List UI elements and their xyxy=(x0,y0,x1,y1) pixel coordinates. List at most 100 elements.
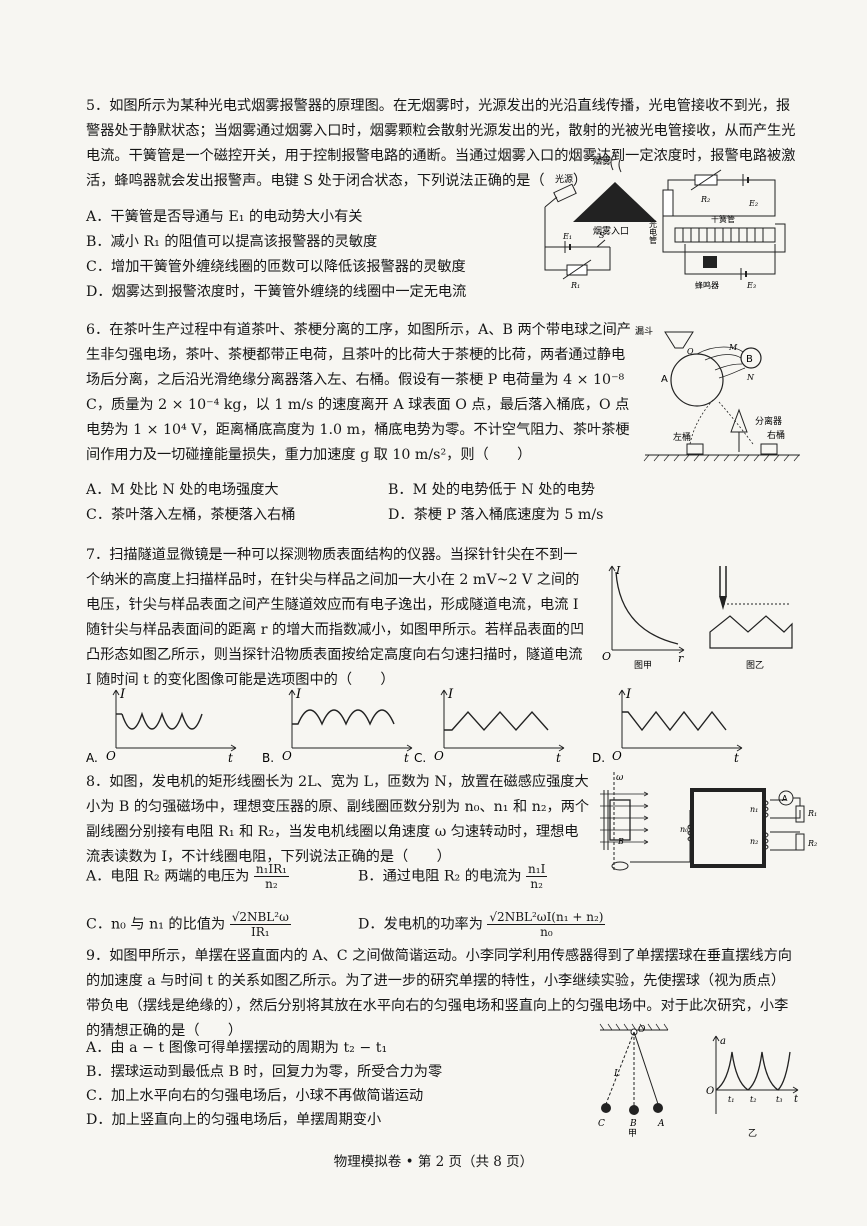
generator-transformer-figure: ω B n₀ n₁ n₂ A R₁ R₂ xyxy=(600,770,825,882)
q7-option-a[interactable]: A. I O t xyxy=(86,684,256,770)
fig7-yi-caption: 图乙 xyxy=(746,660,764,671)
page-footer: 物理模拟卷 • 第 2 页（共 8 页） xyxy=(333,1154,534,1170)
fig5-s-label: S xyxy=(599,231,605,240)
q8b-num: n₁I xyxy=(526,862,548,877)
q5-option-d[interactable]: D．烟雾达到报警浓度时，干簧管外缠绕的线圈中一定无电流 xyxy=(86,284,467,300)
fig8-r2-label: R₂ xyxy=(807,839,817,848)
question-7: 7．扫描隧道显微镜是一种可以探测物质表面结构的仪器。当探针针尖在不到一个纳米的高… xyxy=(86,543,591,693)
q5-option-c[interactable]: C．增加干簧管外缠绕线圈的匝数可以降低该报警器的灵敏度 xyxy=(86,259,466,275)
fig5-e2-label: E₂ xyxy=(748,199,758,208)
fig5-phototube-label: 光电管 xyxy=(649,219,658,245)
q9-option-d[interactable]: D．加上竖直向上的匀强电场后，单摆周期变小 xyxy=(86,1112,382,1128)
fig6-m-label: M xyxy=(728,343,738,352)
fig8-n0-label: n₀ xyxy=(680,825,689,834)
q9-option-a[interactable]: A．由 a − t 图像可得单摆摆动的周期为 t₂ − t₁ xyxy=(86,1040,388,1056)
q7d-axis-o: O xyxy=(612,749,622,763)
question-6-stem: 6．在茶叶生产过程中有道茶叶、茶梗分离的工序，如图所示，A、B 两个带电球之间产… xyxy=(86,322,631,463)
fig6-funnel-label: 漏斗 xyxy=(635,325,653,337)
q7b-axis-i: I xyxy=(295,687,302,702)
q7a-axis-o: O xyxy=(106,749,116,763)
q5-option-a[interactable]: A．干簧管是否导通与 E₁ 的电动势大小有关 xyxy=(86,209,363,225)
fig9-c-label: C xyxy=(598,1119,605,1129)
fig8-n2-label: n₂ xyxy=(750,837,758,846)
question-8-stem: 8．如图，发电机的矩形线圈长为 2L、宽为 L，匝数为 N，放置在磁感应强度大小… xyxy=(86,774,590,865)
q8a-den: n₂ xyxy=(265,877,278,891)
q7a-axis-i: I xyxy=(119,687,126,702)
fig9-a-label: A xyxy=(657,1119,665,1129)
q7c-axis-i: I xyxy=(447,687,454,702)
question-8: 8．如图，发电机的矩形线圈长为 2L、宽为 L，匝数为 N，放置在磁感应强度大小… xyxy=(86,770,591,870)
q8-option-c-text: C．n₀ 与 n₁ 的比值为 xyxy=(86,916,226,933)
q7d-axis-i: I xyxy=(625,687,632,702)
fig5-r1-label: R₁ xyxy=(570,281,580,290)
q6-option-c[interactable]: C．茶叶落入左桶，茶梗落入右桶 xyxy=(86,507,296,523)
q8b-den: n₂ xyxy=(530,877,543,891)
q7-option-b[interactable]: B. I O t xyxy=(262,684,432,770)
pendulum-at-graph: a O t t₁ t₂ t₃ 乙 xyxy=(702,1030,802,1144)
fig7-jia-axis-o: O xyxy=(602,650,611,663)
q7c-axis-t: t xyxy=(556,751,561,765)
q7d-axis-t: t xyxy=(734,751,739,765)
fig7-jia: I O r 图甲 xyxy=(598,560,688,676)
question-7-stem: 7．扫描隧道显微镜是一种可以探测物质表面结构的仪器。当探针针尖在不到一个纳米的高… xyxy=(86,547,585,688)
q7a-axis-t: t xyxy=(228,751,233,765)
fig5-buzzer-label: 蜂鸣器 xyxy=(695,280,719,290)
question-5-stem: 5．如图所示为某种光电式烟雾报警器的原理图。在无烟雾时，光源发出的光沿直线传播，… xyxy=(86,98,796,189)
q7c-axis-o: O xyxy=(434,749,444,763)
fig9-l-label: L xyxy=(613,1069,620,1079)
q7-option-c[interactable]: C. I O t xyxy=(414,684,584,770)
q7-option-b-label: B. xyxy=(262,751,274,765)
q6-option-b[interactable]: B．M 处的电势低于 N 处的电势 xyxy=(388,482,595,498)
fig6-o-label: O xyxy=(687,347,694,356)
tea-separator-figure: 漏斗 A B M N O 分离器 左桶 右桶 xyxy=(635,320,805,474)
fig6-left-label: 左桶 xyxy=(673,431,691,443)
fig9-axis-t: t xyxy=(794,1094,799,1105)
q7b-axis-t: t xyxy=(404,751,409,765)
fig5-e1-label: E₁ xyxy=(562,232,572,241)
fig5-e3-label: E₃ xyxy=(746,281,756,290)
q8-option-d-text: D．发电机的功率为 xyxy=(358,916,483,933)
fig9-axis-a: a xyxy=(720,1036,726,1047)
fig7-jia-axis-i: I xyxy=(615,564,621,577)
fig9-axis-o: O xyxy=(706,1086,714,1097)
fig6-a-label: A xyxy=(661,374,668,385)
q9-option-c[interactable]: C．加上水平向右的匀强电场后，小球不再做简谐运动 xyxy=(86,1088,424,1104)
question-9-stem: 9．如图甲所示，单摆在竖直面内的 A、C 之间做简谐运动。小李同学利用传感器得到… xyxy=(86,948,792,1039)
fig6-b-label: B xyxy=(746,354,753,365)
fig5-source-label: 光源 xyxy=(555,173,573,185)
fig6-separator-label: 分离器 xyxy=(755,415,782,427)
smoke-alarm-figure: 烟雾 烟雾入口 光源 E₁ R₁ S 光电管 R₂ E₂ 干簧管 xyxy=(535,143,805,296)
fig8-r1-label: R₁ xyxy=(807,809,817,818)
q7-option-d[interactable]: D. I O t xyxy=(592,684,762,770)
fig5-smoke-label: 烟雾 xyxy=(593,155,611,167)
fig9-yi-label: 乙 xyxy=(748,1128,757,1139)
question-9: 9．如图甲所示，单摆在竖直面内的 A、C 之间做简谐运动。小李同学利用传感器得到… xyxy=(86,944,798,1044)
q5-option-b[interactable]: B．减小 R₁ 的阻值可以提高该报警器的灵敏度 xyxy=(86,234,378,250)
q8-option-d[interactable]: D．发电机的功率为 √2NBL²ωI(n₁ + n₂)n₀ xyxy=(358,910,606,939)
q7-option-a-label: A. xyxy=(86,751,98,765)
q8d-den: n₀ xyxy=(540,925,553,939)
q8-option-a-text: A．电阻 R₂ 两端的电压为 xyxy=(86,868,250,885)
fig8-n1-label: n₁ xyxy=(750,805,758,814)
fig6-n-label: N xyxy=(746,373,755,382)
q6-option-a[interactable]: A．M 处比 N 处的电场强度大 xyxy=(86,482,279,498)
q8-option-b-text: B．通过电阻 R₂ 的电流为 xyxy=(358,868,522,885)
pendulum-figure: O L C B A 甲 xyxy=(588,1018,678,1142)
q7-option-d-label: D. xyxy=(592,751,605,765)
fig9-t2: t₂ xyxy=(750,1095,756,1104)
fig9-jia-label: 甲 xyxy=(628,1128,637,1138)
fig7-jia-axis-r: r xyxy=(678,652,684,665)
fig5-r2-label: R₂ xyxy=(700,195,710,204)
q9-option-b[interactable]: B．摆球运动到最低点 B 时，回复力为零，所受合力为零 xyxy=(86,1064,443,1080)
fig7-yi: 图乙 xyxy=(700,560,800,676)
fig9-o-label: O xyxy=(638,1025,646,1035)
fig9-b-label: B xyxy=(629,1119,637,1129)
q6-option-d[interactable]: D．茶梗 P 落入桶底速度为 5 m/s xyxy=(388,507,604,523)
q8c-den: IR₁ xyxy=(250,925,270,939)
